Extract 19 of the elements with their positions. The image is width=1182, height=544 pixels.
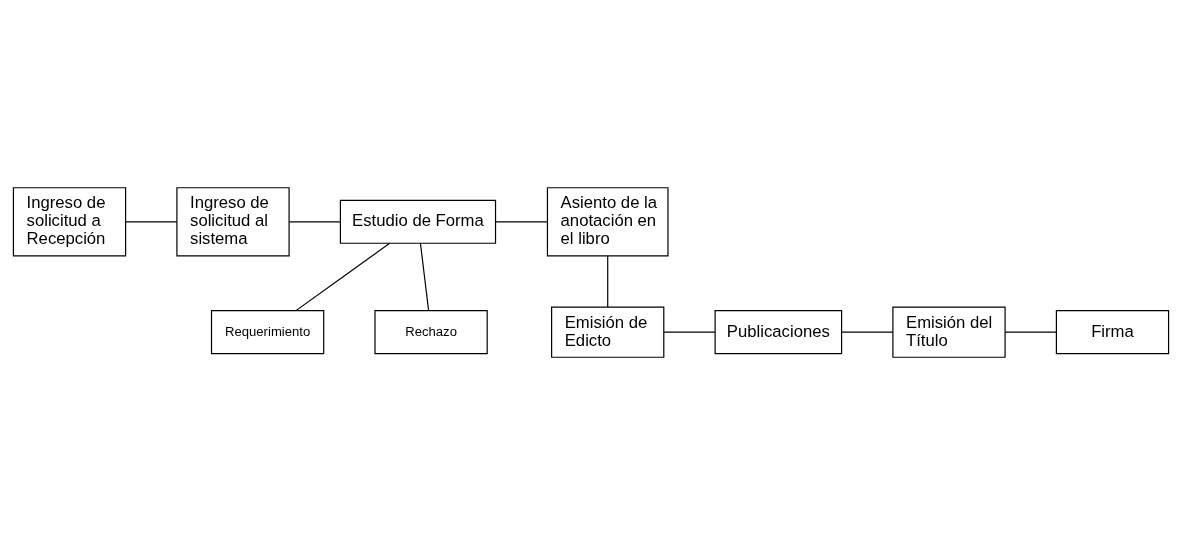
connector — [295, 242, 391, 311]
connector — [1004, 331, 1057, 333]
node-box: Emisión del Título — [892, 306, 1006, 358]
connector — [419, 242, 430, 311]
connector — [841, 331, 894, 333]
node-box: Ingreso de solicitud al sistema — [176, 186, 290, 256]
connector — [288, 220, 341, 222]
node-box: Firma — [1055, 309, 1170, 354]
node-box: Rechazo — [374, 309, 488, 354]
connector — [663, 331, 716, 333]
node-box: Publicaciones — [714, 309, 843, 354]
connector — [495, 220, 548, 222]
node-box: Requerimiento — [210, 309, 325, 354]
node-box: Asiento de la anotación en el libro — [546, 186, 669, 256]
node-box: Estudio de Forma — [339, 199, 497, 244]
connector — [125, 220, 178, 222]
node-box: Ingreso de solicitud a Recepción — [12, 186, 127, 256]
connector — [607, 254, 609, 308]
node-box: Emisión de Edicto — [551, 306, 665, 358]
